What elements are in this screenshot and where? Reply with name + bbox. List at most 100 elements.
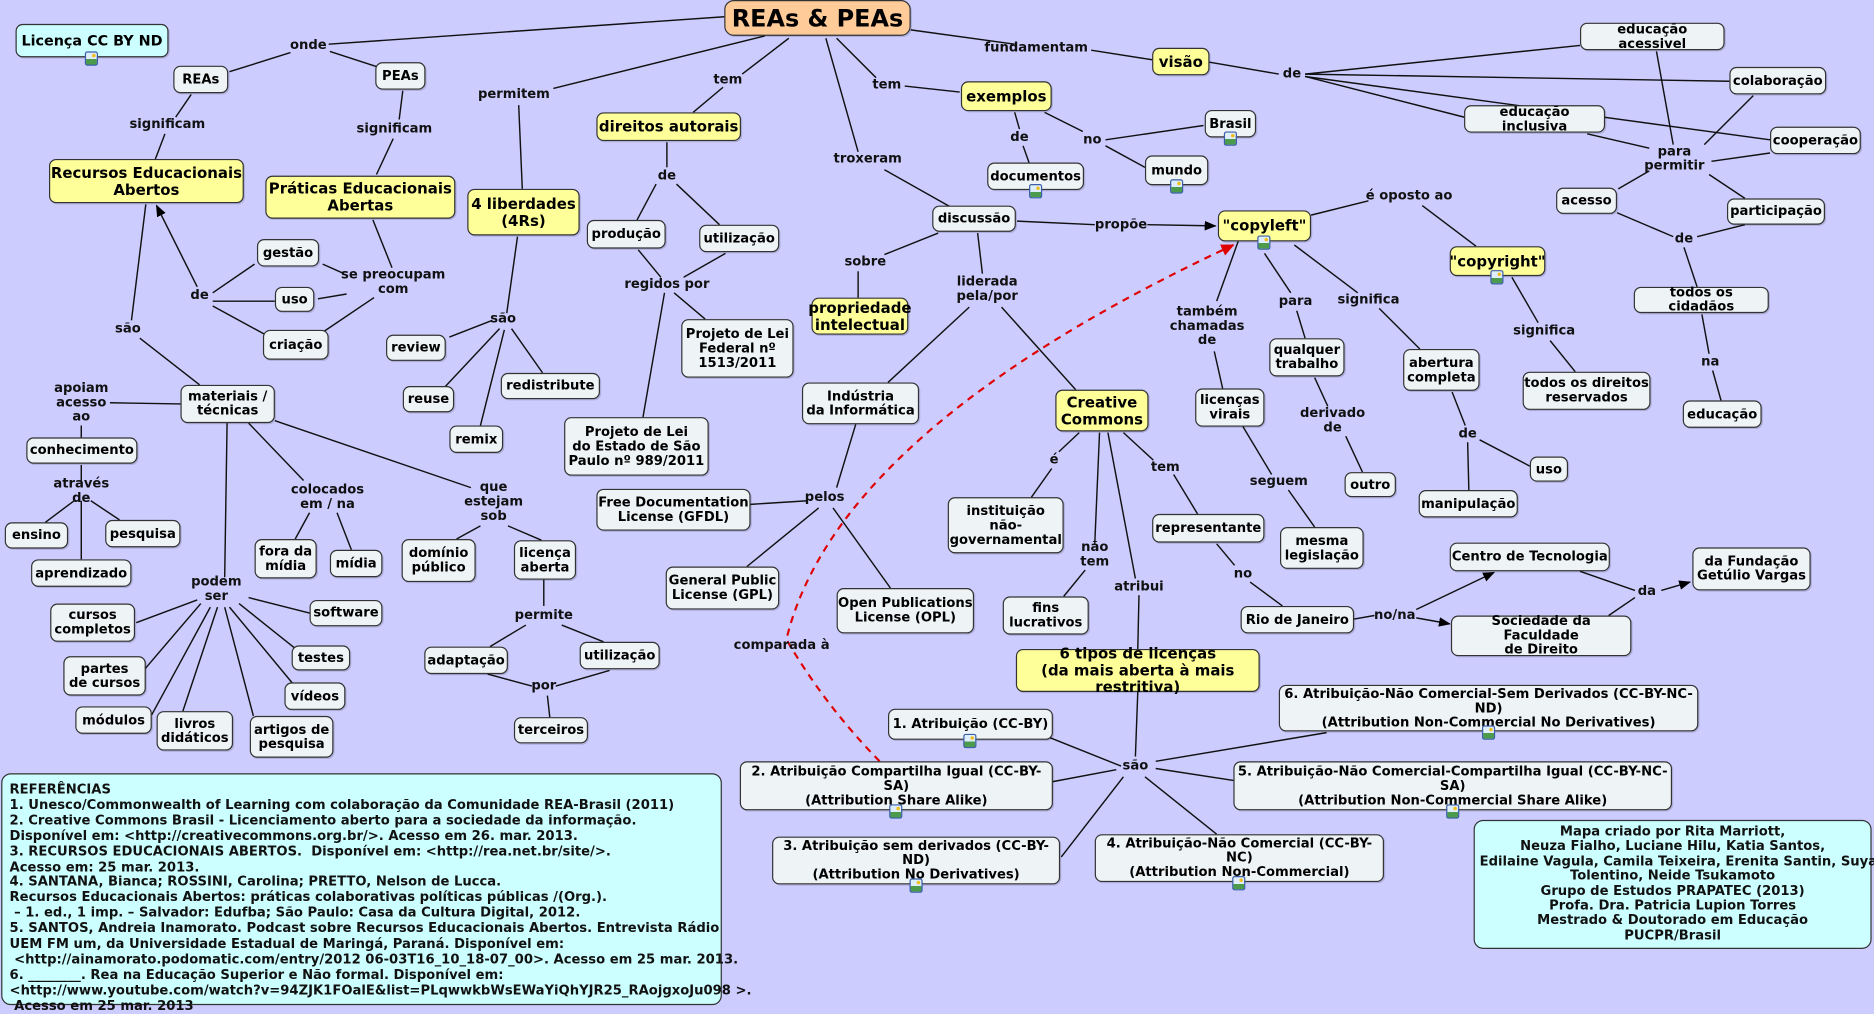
concept-colaboracao[interactable]: colaboração [1729,66,1827,95]
concept-partes[interactable]: partes de cursos [63,656,146,696]
concept-pesquisa[interactable]: pesquisa [105,519,181,548]
concept-liberdades[interactable]: 4 liberdades (4Rs) [467,188,580,236]
concept-fins[interactable]: fins lucrativos [1002,596,1089,635]
concept-licenca-aberta[interactable]: licença aberta [513,540,577,580]
concept-ensino[interactable]: ensino [4,522,69,549]
concept-livros[interactable]: livros didáticos [156,711,234,751]
concept-centro[interactable]: Centro de Tecnologia [1449,542,1610,572]
concept-reuse[interactable]: reuse [402,386,455,413]
concept-visao[interactable]: visão [1152,47,1210,76]
concept-uso1[interactable]: uso [274,286,315,312]
image-attachment-icon[interactable] [908,878,923,893]
concept-lic3[interactable]: 3. Atribuição sem derivados (CC-BY-ND) (… [772,836,1061,893]
concept-representante[interactable]: representante [1152,513,1265,543]
concept-remix[interactable]: remix [449,425,504,453]
image-attachment-icon[interactable] [1257,235,1271,250]
concept-outro[interactable]: outro [1344,472,1396,498]
concept-terceiros[interactable]: terceiros [513,717,589,744]
concept-seis-tipos[interactable]: 6 tipos de licenças (da mais aberta à ma… [1015,645,1260,695]
concept-discussao[interactable]: discussão [932,205,1016,232]
concept-gestao[interactable]: gestão [256,239,320,267]
image-attachment-icon[interactable] [1490,270,1504,285]
concept-utilizacao2[interactable]: utilização [579,641,660,670]
image-attachment-icon[interactable] [84,51,99,66]
concept-dominio[interactable]: domínio público [401,539,476,583]
concept-cursos[interactable]: cursos completos [50,603,136,642]
concept-rea-full[interactable]: Recursos Educacionais Abertos [49,158,244,204]
concept-lic1[interactable]: 1. Atribuição (CC-BY) [887,708,1053,749]
concept-cooperacao[interactable]: cooperação [1770,126,1861,155]
concept-testes[interactable]: testes [291,645,351,671]
concept-direitos[interactable]: direitos autorais [596,112,741,142]
concept-pl-sp[interactable]: Projeto de Lei do Estado de São Paulo nº… [564,417,709,476]
concept-licencas-virais[interactable]: licenças virais [1195,388,1265,427]
concept-pea-full[interactable]: Práticas Educacionais Abertas [265,175,456,219]
concept-instituicao[interactable]: instituição não- governamental [947,497,1064,554]
concept-exemplos[interactable]: exemplos [960,81,1052,112]
concept-lic6[interactable]: 6. Atribuição-Não Comercial-Sem Derivado… [1278,684,1699,740]
concept-fgv[interactable]: da Fundação Getúlio Vargas [1692,547,1811,591]
concept-educacao[interactable]: educação [1682,400,1762,428]
concept-brasil[interactable]: Brasil [1204,109,1257,146]
concept-lic5[interactable]: 5. Atribuição-Não Comercial-Compartilha … [1233,761,1673,819]
concept-review[interactable]: review [386,334,446,361]
concept-title[interactable]: REAs & PEAs [724,0,911,36]
concept-materiais[interactable]: materiais / técnicas [180,384,275,424]
concept-mundo[interactable]: mundo [1144,155,1209,194]
concept-aprendizado[interactable]: aprendizado [31,559,132,587]
concept-label: colaboração [1732,72,1823,88]
concept-uso2[interactable]: uso [1529,456,1569,482]
image-attachment-icon[interactable] [1028,184,1042,199]
concept-fora-midia[interactable]: fora da mídia [254,539,317,579]
concept-producao[interactable]: produção [586,219,666,249]
concept-sociedade[interactable]: Sociedade da Faculdade de Direito [1450,614,1632,657]
concept-conhecimento[interactable]: conhecimento [26,437,138,464]
image-attachment-icon[interactable] [1223,131,1237,146]
concept-opl[interactable]: Open Publications License (OPL) [836,588,975,634]
concept-todos-cidadaos[interactable]: todos os cidadãos [1633,285,1769,314]
concept-industria[interactable]: Indústria da Informática [801,382,920,425]
concept-redistribute[interactable]: redistribute [500,372,600,400]
image-attachment-icon[interactable] [1232,876,1246,891]
concept-creative-commons[interactable]: Creative Commons [1055,389,1149,432]
concept-label: software [313,604,379,621]
concept-abertura[interactable]: abertura completa [1403,348,1480,391]
concept-software[interactable]: software [309,599,383,627]
concept-educacao-acessivel[interactable]: educação acessivel [1579,22,1725,51]
concept-qualquer-trabalho[interactable]: qualquer trabalho [1269,338,1345,377]
concept-rio[interactable]: Rio de Janeiro [1240,605,1355,634]
concept-artigos[interactable]: artigos de pesquisa [249,715,334,758]
image-attachment-icon[interactable] [963,733,977,749]
concept-mesma-legislacao[interactable]: mesma legislação [1280,527,1364,569]
concept-videos[interactable]: vídeos [284,682,346,710]
concept-peas[interactable]: PEAs [375,62,426,90]
concept-lic2[interactable]: 2. Atribuição Compartilha Igual (CC-BY-S… [739,761,1053,819]
image-attachment-icon[interactable] [1169,179,1183,194]
concept-participacao[interactable]: participação [1726,198,1825,225]
concept-lic4[interactable]: 4. Atribuição-Não Comercial (CC-BY-NC) (… [1094,834,1384,891]
concept-label: Licença CC BY ND [21,32,163,50]
concept-manipulacao[interactable]: manipulação [1418,490,1518,518]
concept-todos-direitos[interactable]: todos os direitos reservados [1522,371,1651,410]
concept-documentos[interactable]: documentos [987,162,1085,199]
image-attachment-icon[interactable] [1481,725,1495,740]
concept-midia[interactable]: mídia [329,549,383,578]
image-attachment-icon[interactable] [1445,804,1459,819]
concept-copyleft[interactable]: "copyleft" [1217,210,1312,250]
concept-utilizacao1[interactable]: utilização [699,224,780,253]
concept-acesso[interactable]: acesso [1556,187,1618,214]
concept-reas[interactable]: REAs [173,65,229,94]
concept-gfdl[interactable]: Free Documentation License (GFDL) [596,488,751,531]
concept-gpl[interactable]: General Public License (GPL) [665,566,780,610]
concept-pl-federal[interactable]: Projeto de Lei Federal nº 1513/2011 [681,319,794,378]
reference-line: – 1. ed., 1 imp. – Salvador: Edufba; São… [9,905,581,921]
concept-educacao-inclusiva[interactable]: educação inclusiva [1464,104,1606,133]
concept-criacao[interactable]: criação [262,329,329,360]
image-attachment-icon[interactable] [889,804,903,819]
concept-label: REAs [182,71,220,87]
concept-copyright[interactable]: "copyright" [1449,246,1546,285]
concept-license[interactable]: Licença CC BY ND [15,23,169,66]
concept-propriedade[interactable]: propriedade intelectual [808,297,912,335]
concept-modulos[interactable]: módulos [75,706,152,734]
concept-adaptacao[interactable]: adaptação [424,646,508,675]
